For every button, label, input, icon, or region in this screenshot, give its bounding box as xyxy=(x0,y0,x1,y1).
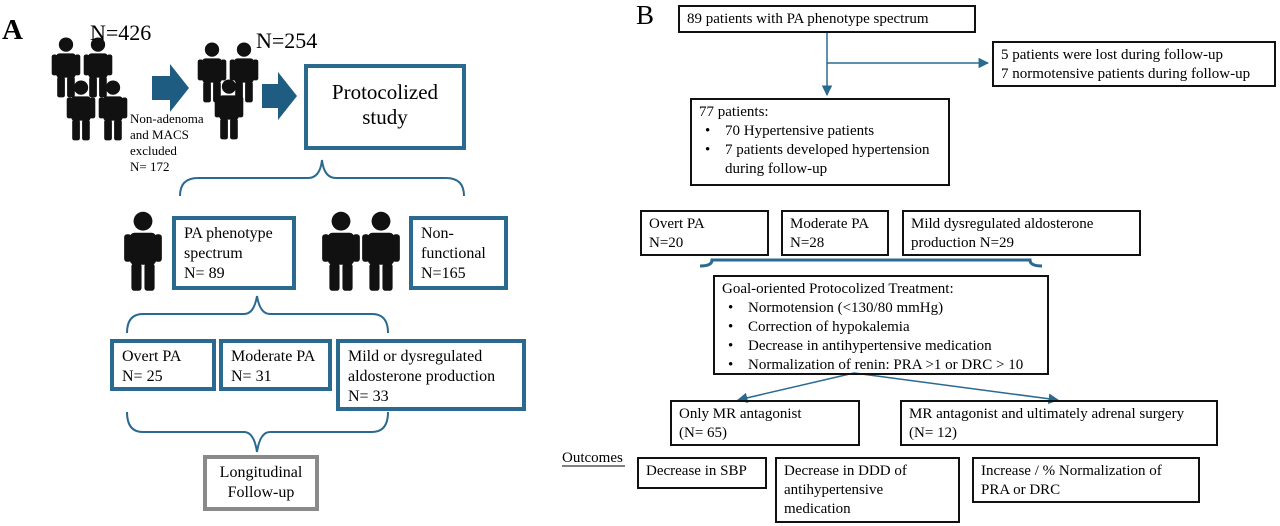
mra-only-box: Only MR antagonist (N= 65) xyxy=(670,400,860,446)
outcomes-label: Outcomes xyxy=(562,450,623,466)
person-icon xyxy=(229,42,259,103)
protocolized-study-box: Protocolized study xyxy=(304,64,466,150)
cohort-77-box: 77 patients: 70 Hypertensive patients 7 … xyxy=(690,98,950,186)
moderate-pa-box-a: Moderate PA N= 31 xyxy=(219,339,332,391)
person-icon xyxy=(197,42,227,103)
mild-dysregulated-box-a: Mild or dysregulated aldosterone product… xyxy=(336,339,526,411)
overt-pa-box-a: Overt PA N= 25 xyxy=(110,339,216,391)
outcome-ddd-box: Decrease in DDD of antihypertensive medi… xyxy=(775,457,960,523)
person-icon-group-initial xyxy=(51,37,128,141)
curly-brace-icon xyxy=(179,159,465,197)
top-cohort-box: 89 patients with PA phenotype spectrum xyxy=(678,5,976,33)
connector-lines xyxy=(736,33,1060,404)
person-icon-group-included xyxy=(197,42,259,140)
person-icon xyxy=(362,211,400,291)
outcome-sbp-box: Decrease in SBP xyxy=(637,457,767,489)
curly-brace-icon xyxy=(699,258,1043,268)
nonfunctional-box: Non- functional N=165 xyxy=(409,216,508,290)
overt-pa-box-b: Overt PA N=20 xyxy=(640,210,769,256)
mild-dysregulated-box-b: Mild dysregulated aldosterone production… xyxy=(902,210,1141,256)
excluded-box: 5 patients were lost during follow-up 7 … xyxy=(992,41,1276,87)
outcome-pra-box: Increase / % Normalization of PRA or DRC xyxy=(972,457,1200,503)
person-icon-group-pa xyxy=(124,211,162,291)
curly-brace-icon xyxy=(126,411,389,453)
protocolized-treatment-box: Goal-oriented Protocolized Treatment: No… xyxy=(713,275,1049,375)
pa-spectrum-box: PA phenotype spectrum N= 89 xyxy=(172,216,296,290)
person-icon xyxy=(322,211,360,291)
moderate-pa-box-b: Moderate PA N=28 xyxy=(781,210,889,256)
person-icon-group-nonfunctional xyxy=(322,211,400,291)
mra-surgery-box: MR antagonist and ultimately adrenal sur… xyxy=(900,400,1218,446)
right-arrow-icon xyxy=(152,64,189,112)
curly-brace-icon xyxy=(126,295,389,334)
n-initial: N=426 xyxy=(90,20,152,45)
longitudinal-followup-box: Longitudinal Follow-up xyxy=(203,455,319,511)
excluded-note: Non-adenoma and MACS excluded N= 172 xyxy=(130,111,204,174)
right-arrow-icon xyxy=(262,72,297,120)
n-included: N=254 xyxy=(256,28,318,53)
person-icon xyxy=(124,211,162,291)
panel-a-label: A xyxy=(2,14,23,46)
panel-b-label: B xyxy=(636,0,655,30)
